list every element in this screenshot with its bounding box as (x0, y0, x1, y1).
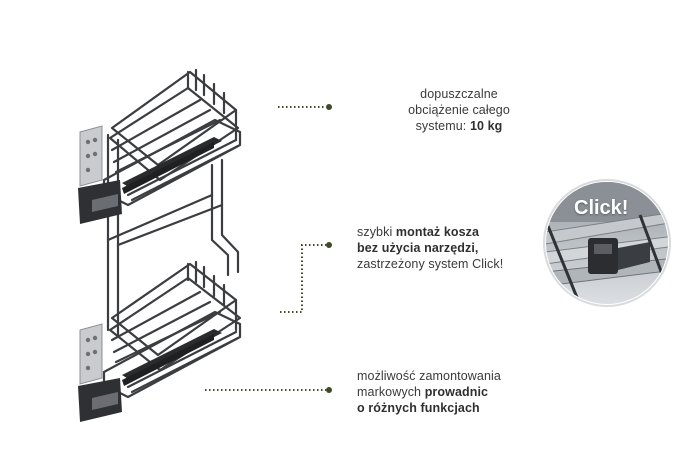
callout-mount-line-2-bold: bez użycia narzędzi, (357, 241, 479, 255)
callout-rails-line-2-prefix: markowych (357, 385, 425, 399)
callout-rails-line-2-bold: prowadnic (424, 385, 489, 399)
callout-mount-line-1-prefix: szybki (357, 225, 396, 239)
callout-load-capacity: dopuszczalne obciążenie całego systemu: … (359, 86, 559, 134)
callout-branded-runners: możliwość zamontowania markowych prowadn… (357, 368, 577, 416)
callout-mount-line-2: bez użycia narzędzi, (357, 240, 557, 256)
callout-rails-line-2: markowych prowadnic (357, 384, 577, 400)
callout-load-line-3-prefix: systemu: (415, 119, 470, 133)
callout-load-line-3: systemu: 10 kg (359, 118, 559, 134)
callout-rails-line-3: o różnych funkcjach (357, 400, 577, 416)
upper-slide-rail (122, 137, 222, 194)
callout-tool-free-mounting: szybki montaż kosza bez użycia narzędzi,… (357, 224, 557, 272)
lower-mounting-bracket (78, 323, 122, 422)
callout-load-value: 10 kg (469, 119, 503, 133)
basket-frame (102, 68, 242, 337)
lower-slide-rail (122, 329, 222, 386)
callout-rails-line-1: możliwość zamontowania (357, 369, 501, 383)
upper-mounting-bracket (78, 125, 122, 224)
leader-dot-rails (326, 387, 332, 393)
lower-basket (102, 260, 242, 399)
click-badge-label: Click! (574, 197, 629, 219)
leader-dot-load (326, 104, 332, 110)
leader-line-mount (280, 244, 326, 313)
callout-rails-line-3-bold: o różnych funkcjach (357, 401, 480, 415)
callout-mount-line-1-bold: montaż kosza (395, 225, 480, 239)
callout-load-line-1: dopuszczalne (420, 87, 498, 101)
click-detail-inset (543, 179, 671, 307)
callout-load-line-2: obciążenie całego (408, 103, 510, 117)
callout-mount-line-1: szybki montaż kosza (357, 224, 557, 240)
leader-dot-mount (326, 242, 332, 248)
callout-mount-line-3: zastrzeżony system Click! (357, 257, 504, 271)
